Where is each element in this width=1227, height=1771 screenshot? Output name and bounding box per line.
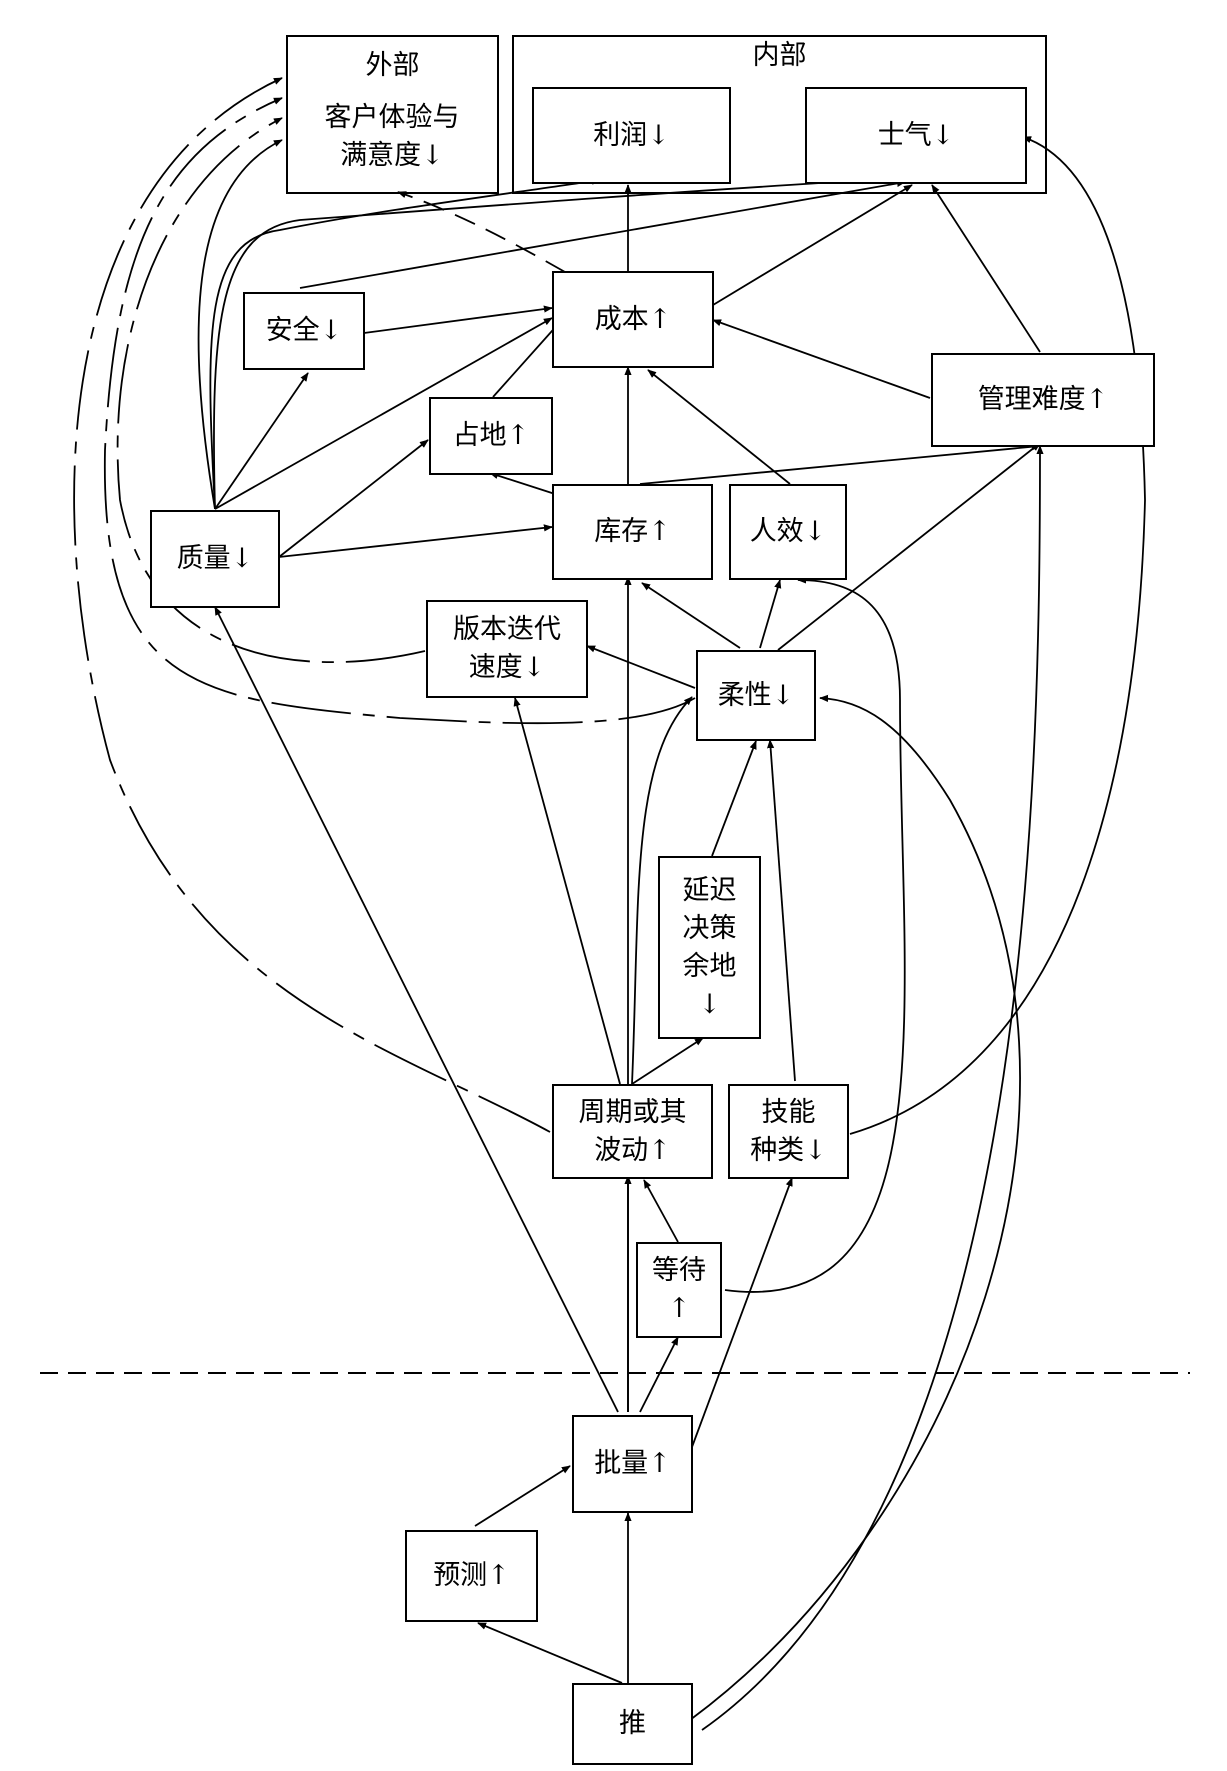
node-push: 推	[572, 1683, 693, 1765]
edge-push-mgmt	[701, 445, 1044, 1731]
edge-quality-inventory	[278, 524, 553, 558]
edge-inventory-space	[489, 472, 556, 495]
node-cycle-fluctuation: 周期或其 波动↑	[552, 1084, 713, 1179]
node-decision-delay: 延迟 决策 余地 ↓	[658, 856, 761, 1039]
node-profit: 利润↓	[532, 87, 731, 184]
edge-cycle-delay	[631, 1037, 704, 1085]
edge-flex-mgmt	[777, 442, 1041, 651]
node-customer-satisfaction: 客户体验与 满意度↓	[324, 102, 460, 171]
edge-flex-inventory	[641, 582, 741, 649]
node-morale: 士气↓	[805, 87, 1027, 184]
node-safety: 安全↓	[243, 292, 365, 370]
internal-title: 内部	[752, 40, 807, 71]
edge-batch-quality	[214, 606, 619, 1413]
node-efficiency: 人效↓	[729, 484, 847, 580]
edge-waiting-efficiency	[724, 576, 906, 1293]
edge-cost-customer	[397, 191, 566, 273]
edge-flex-efficiency	[759, 579, 782, 649]
node-waiting: 等待 ↑	[636, 1242, 722, 1338]
edge-safety-morale	[299, 179, 906, 289]
edge-quality-morale	[213, 176, 871, 510]
node-flexibility: 柔性↓	[696, 650, 816, 741]
edge-skills-flexibility	[767, 739, 796, 1082]
edge-quality-customer	[197, 139, 283, 510]
node-skill-variety: 技能 种类↓	[728, 1084, 849, 1179]
edge-skills-morale	[849, 136, 1146, 1135]
edge-forecast-batch	[474, 1465, 571, 1527]
node-batch-size: 批量↑	[572, 1415, 693, 1513]
internal-group: 内部	[512, 35, 1047, 194]
edge-flex-iteration	[586, 645, 696, 689]
edge-flex-customer	[104, 97, 696, 725]
node-inventory: 库存↑	[552, 484, 713, 580]
edge-waiting-cycle	[643, 1179, 679, 1243]
edge-cycle-flexibility	[631, 696, 693, 1085]
edge-inventory-mgmt	[639, 443, 1041, 485]
node-iteration-speed: 版本迭代 速度↓	[426, 600, 588, 698]
node-cost: 成本↑	[552, 271, 714, 368]
node-space: 占地↑	[429, 397, 553, 475]
edge-quality-cost	[214, 317, 553, 510]
edge-cost-morale	[712, 184, 913, 306]
edge-cycle-iteration	[513, 697, 621, 1085]
edge-push-flexibility	[689, 694, 1021, 1721]
edge-batch-skills	[691, 1177, 793, 1448]
node-management-difficulty: 管理难度↑	[931, 353, 1155, 447]
node-quality: 质量↓	[150, 510, 280, 608]
external-title: 外部	[365, 50, 420, 81]
node-forecast: 预测↑	[405, 1530, 538, 1622]
external-group: 外部	[286, 35, 499, 194]
edge-quality-safety	[214, 372, 309, 510]
edge-iteration-customer	[116, 117, 426, 664]
edge-cycle-customer	[73, 77, 551, 1133]
edge-batch-waiting	[639, 1336, 679, 1413]
edge-safety-cost	[363, 305, 553, 334]
edge-quality-space	[278, 439, 429, 558]
edge-space-cost	[492, 321, 561, 398]
edge-mgmt-cost	[712, 319, 931, 399]
edge-efficiency-cost	[647, 369, 791, 485]
edge-delay-flexibility	[711, 740, 757, 857]
edge-quality-profit	[209, 177, 601, 510]
edge-push-forecast	[477, 1622, 623, 1684]
edge-mgmt-morale	[931, 184, 1041, 353]
